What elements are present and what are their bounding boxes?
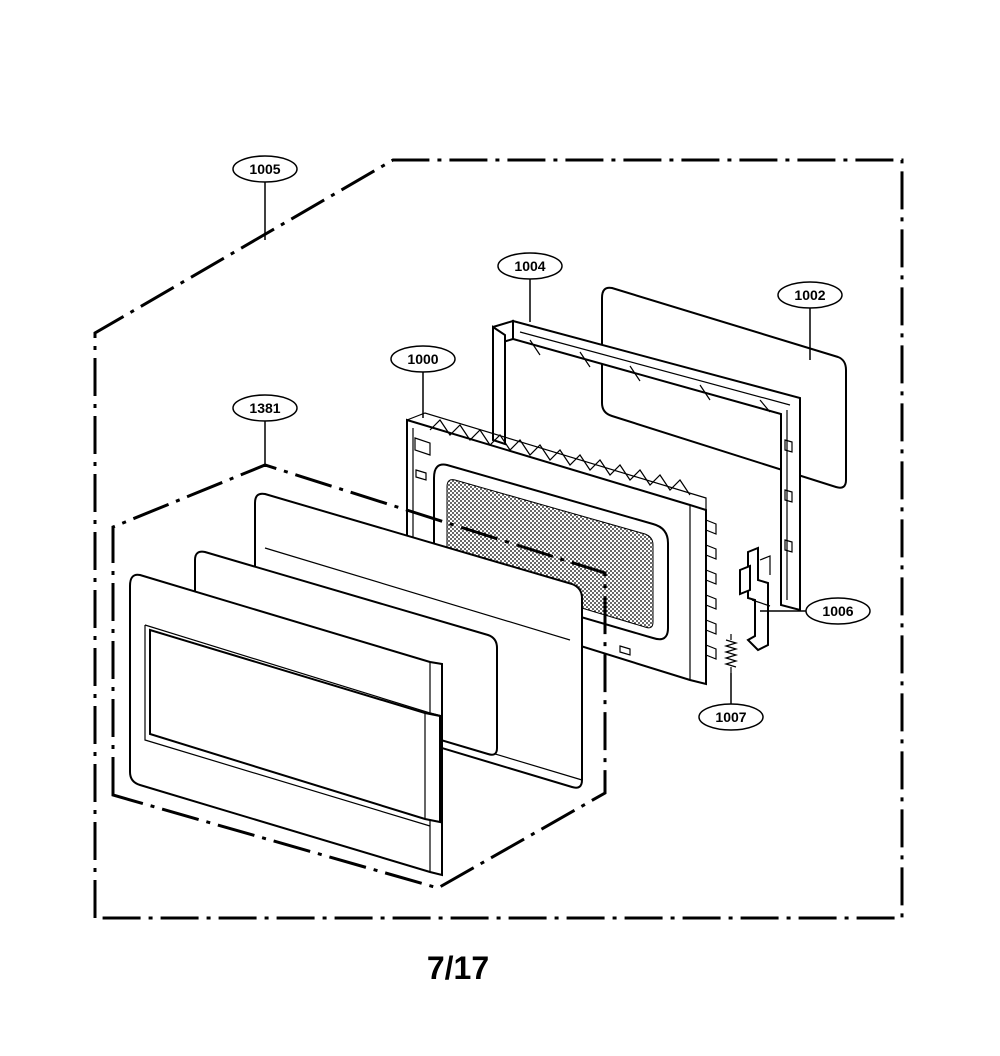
callout-1005: 1005 <box>232 155 298 183</box>
part-1381-door-front-assembly <box>129 492 583 877</box>
callout-1002-label: 1002 <box>794 287 825 303</box>
assembly-boundary-1381 <box>111 463 607 890</box>
part-1000-door-choke-frame <box>406 412 717 686</box>
part-1006-door-hook <box>739 546 771 652</box>
callout-1007: 1007 <box>698 703 764 731</box>
callout-1000-label: 1000 <box>407 351 438 367</box>
callout-1005-label: 1005 <box>249 161 280 177</box>
callout-1381: 1381 <box>232 394 298 422</box>
callout-1006: 1006 <box>805 597 871 625</box>
callout-1007-label: 1007 <box>715 709 746 725</box>
callout-1004: 1004 <box>497 252 563 280</box>
callout-1004-label: 1004 <box>514 258 545 274</box>
assembly-boundary-1005 <box>93 158 904 920</box>
page-number-label: 7/17 <box>426 950 490 986</box>
callout-1381-label: 1381 <box>249 400 280 416</box>
callout-1000: 1000 <box>390 345 456 373</box>
part-1007-spring <box>723 634 739 673</box>
part-1004-door-frame <box>492 319 801 612</box>
callout-1002: 1002 <box>777 281 843 309</box>
callout-1006-label: 1006 <box>822 603 853 619</box>
